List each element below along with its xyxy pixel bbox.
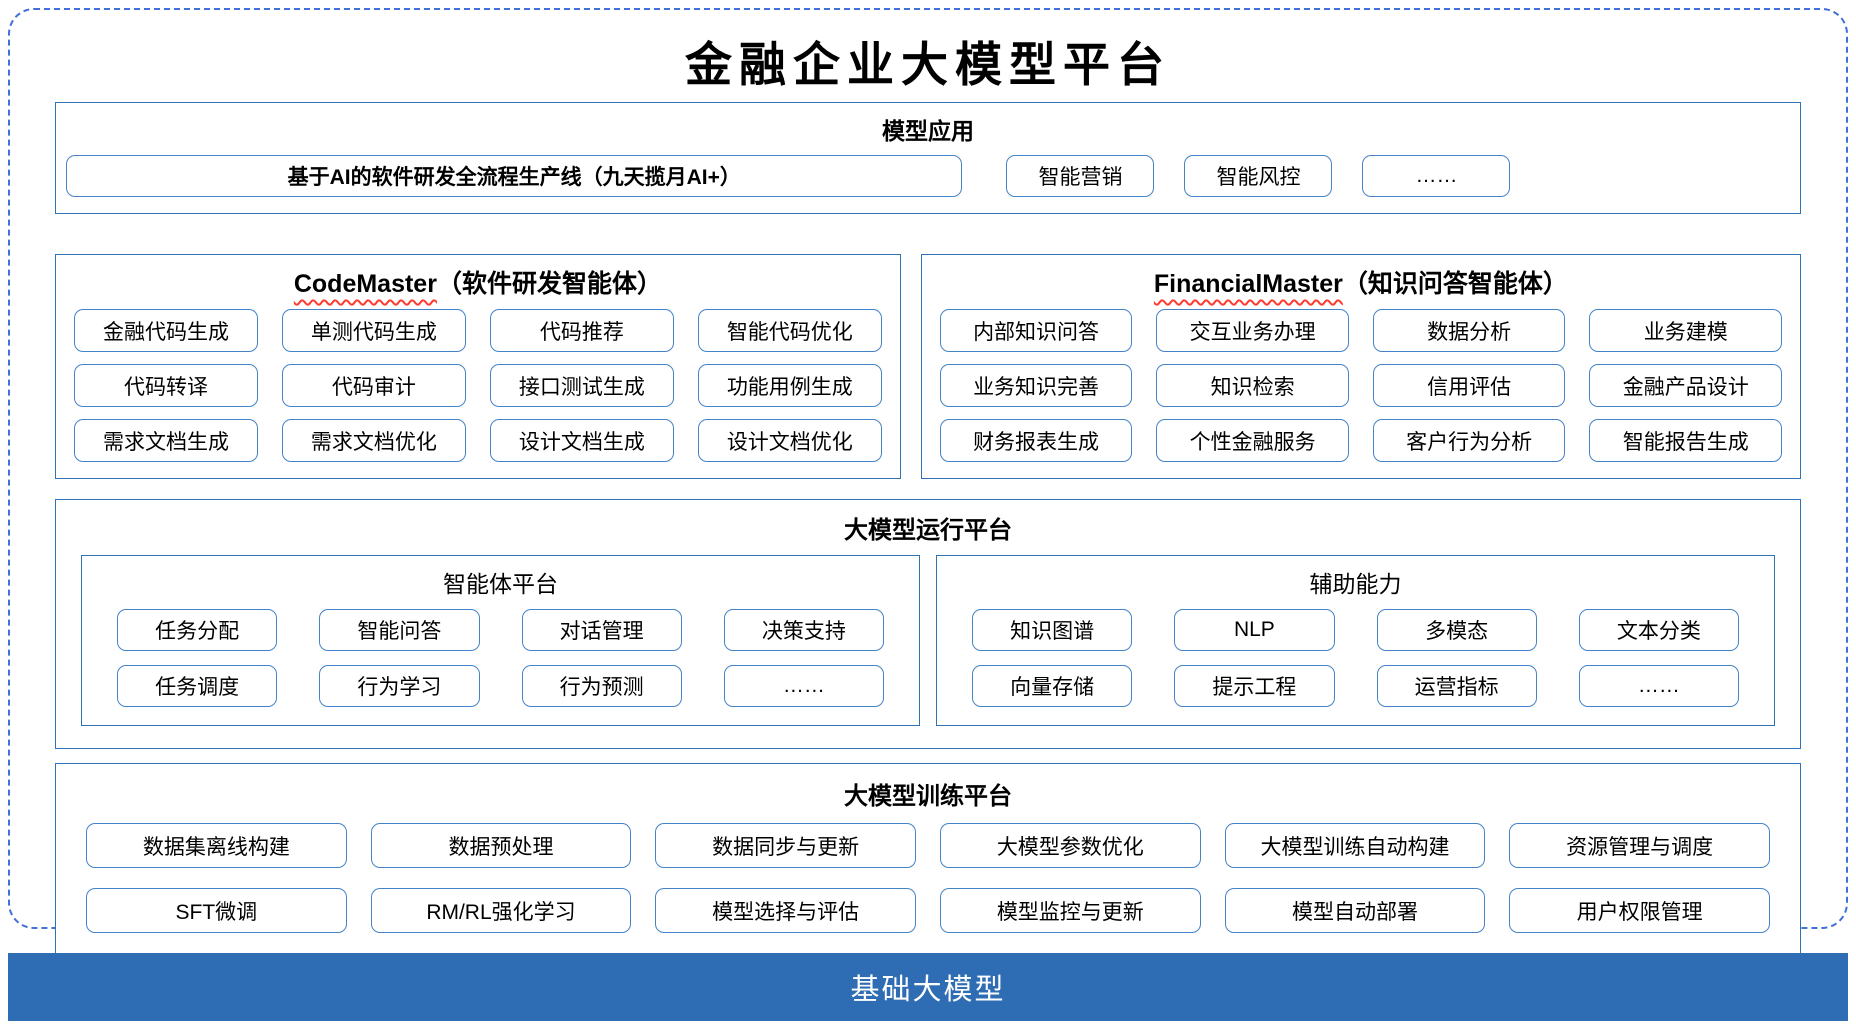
training-box: 模型选择与评估 [655,888,916,933]
model-application-row: 基于AI的软件研发全流程生产线（九天揽月AI+） 智能营销 智能风控 …… [56,152,1800,213]
financialmaster-box: 财务报表生成 [939,419,1133,462]
training-platform-section: 大模型训练平台 数据集离线构建 数据预处理 数据同步与更新 大模型参数优化 大模… [55,763,1801,954]
agent-platform-box: 行为学习 [319,665,480,707]
codemaster-box: 接口测试生成 [489,364,674,407]
base-model-bar: 基础大模型 [8,953,1848,1021]
financialmaster-box: 信用评估 [1372,364,1566,407]
aux-ability-box: 提示工程 [1174,665,1335,707]
training-box: SFT微调 [86,888,347,933]
app-box-pipeline: 基于AI的软件研发全流程生产线（九天揽月AI+） [66,155,963,197]
financialmaster-box: 业务建模 [1589,309,1782,352]
app-box: 智能风控 [1184,155,1333,197]
codemaster-box: 设计文档生成 [489,419,674,462]
financialmaster-grid: 内部知识问答 交互业务办理 数据分析 业务建模 业务知识完善 知识检索 信用评估… [939,309,1782,462]
runtime-subpanels-row: 智能体平台 任务分配 智能问答 对话管理 决策支持 任务调度 行为学习 行为预测… [81,555,1775,726]
training-box: 模型监控与更新 [939,888,1201,933]
codemaster-section: CodeMaster（软件研发智能体） 金融代码生成 单测代码生成 代码推荐 智… [55,254,901,479]
codemaster-box: 金融代码生成 [74,309,258,352]
financialmaster-box: 数据分析 [1372,309,1566,352]
financialmaster-name: FinancialMaster [1153,270,1343,298]
agent-platform-box: …… [723,665,884,707]
financialmaster-box: 金融产品设计 [1589,364,1782,407]
training-box: 模型自动部署 [1224,888,1486,933]
agent-platform-panel: 智能体平台 任务分配 智能问答 对话管理 决策支持 任务调度 行为学习 行为预测… [81,555,920,726]
app-box: …… [1362,155,1511,197]
training-box: 数据同步与更新 [655,823,916,868]
agents-row: CodeMaster（软件研发智能体） 金融代码生成 单测代码生成 代码推荐 智… [55,254,1801,479]
financialmaster-box: 智能报告生成 [1589,419,1782,462]
aux-ability-box: …… [1578,665,1739,707]
aux-ability-box: 知识图谱 [972,609,1133,651]
agent-platform-box: 任务调度 [117,665,278,707]
financialmaster-box: 个性金融服务 [1156,419,1349,462]
agent-platform-title: 智能体平台 [443,571,558,597]
codemaster-box: 功能用例生成 [697,364,882,407]
agent-platform-box: 决策支持 [723,609,884,651]
training-platform-grid: 数据集离线构建 数据预处理 数据同步与更新 大模型参数优化 大模型训练自动构建 … [86,823,1770,933]
financialmaster-box: 交互业务办理 [1156,309,1349,352]
codemaster-grid: 金融代码生成 单测代码生成 代码推荐 智能代码优化 代码转译 代码审计 接口测试… [74,309,882,462]
financialmaster-box: 业务知识完善 [939,364,1133,407]
codemaster-box: 需求文档生成 [74,419,258,462]
codemaster-box: 设计文档优化 [697,419,882,462]
codemaster-title: CodeMaster（软件研发智能体） [74,255,882,309]
aux-ability-box: 文本分类 [1578,609,1739,651]
aux-ability-title: 辅助能力 [1309,571,1402,597]
codemaster-box: 需求文档优化 [281,419,466,462]
financialmaster-subtitle: （知识问答智能体） [1342,270,1568,298]
runtime-platform-title: 大模型运行平台 [844,517,1012,544]
aux-ability-box: 向量存储 [972,665,1133,707]
page-title: 金融企业大模型平台 [685,40,1171,92]
app-box: 智能营销 [1006,155,1155,197]
financialmaster-title: FinancialMaster（知识问答智能体） [940,255,1782,309]
platform-dashed-frame: 金融企业大模型平台 模型应用 基于AI的软件研发全流程生产线（九天揽月AI+） … [8,8,1848,954]
codemaster-name: CodeMaster [293,270,437,298]
training-box: RM/RL强化学习 [370,888,632,933]
training-box: 数据集离线构建 [86,823,347,868]
codemaster-box: 代码转译 [74,364,258,407]
training-box: 资源管理与调度 [1509,823,1770,868]
model-application-title: 模型应用 [882,118,974,144]
runtime-platform-section: 大模型运行平台 智能体平台 任务分配 智能问答 对话管理 决策支持 任务调度 行… [55,499,1801,749]
financialmaster-box: 内部知识问答 [939,309,1133,352]
agent-platform-box: 对话管理 [521,609,682,651]
training-box: 数据预处理 [370,823,632,868]
codemaster-subtitle: （软件研发智能体） [436,270,662,298]
codemaster-box: 代码审计 [281,364,466,407]
training-box: 大模型参数优化 [939,823,1201,868]
aux-ability-box: NLP [1174,609,1335,651]
model-application-section: 模型应用 基于AI的软件研发全流程生产线（九天揽月AI+） 智能营销 智能风控 … [55,102,1801,214]
aux-ability-box: 多模态 [1376,609,1537,651]
agent-platform-grid: 任务分配 智能问答 对话管理 决策支持 任务调度 行为学习 行为预测 …… [117,609,884,707]
aux-ability-box: 运营指标 [1376,665,1537,707]
financialmaster-box: 客户行为分析 [1372,419,1566,462]
training-platform-title: 大模型训练平台 [844,783,1012,810]
aux-ability-panel: 辅助能力 知识图谱 NLP 多模态 文本分类 向量存储 提示工程 运营指标 …… [936,555,1775,726]
codemaster-box: 代码推荐 [489,309,674,352]
agent-platform-box: 行为预测 [521,665,682,707]
codemaster-box: 单测代码生成 [281,309,466,352]
training-box: 用户权限管理 [1509,888,1770,933]
agent-platform-box: 智能问答 [319,609,480,651]
financialmaster-box: 知识检索 [1156,364,1349,407]
aux-ability-grid: 知识图谱 NLP 多模态 文本分类 向量存储 提示工程 运营指标 …… [972,609,1739,707]
financialmaster-section: FinancialMaster（知识问答智能体） 内部知识问答 交互业务办理 数… [920,254,1801,479]
agent-platform-box: 任务分配 [117,609,278,651]
training-box: 大模型训练自动构建 [1224,823,1486,868]
codemaster-box: 智能代码优化 [697,309,882,352]
